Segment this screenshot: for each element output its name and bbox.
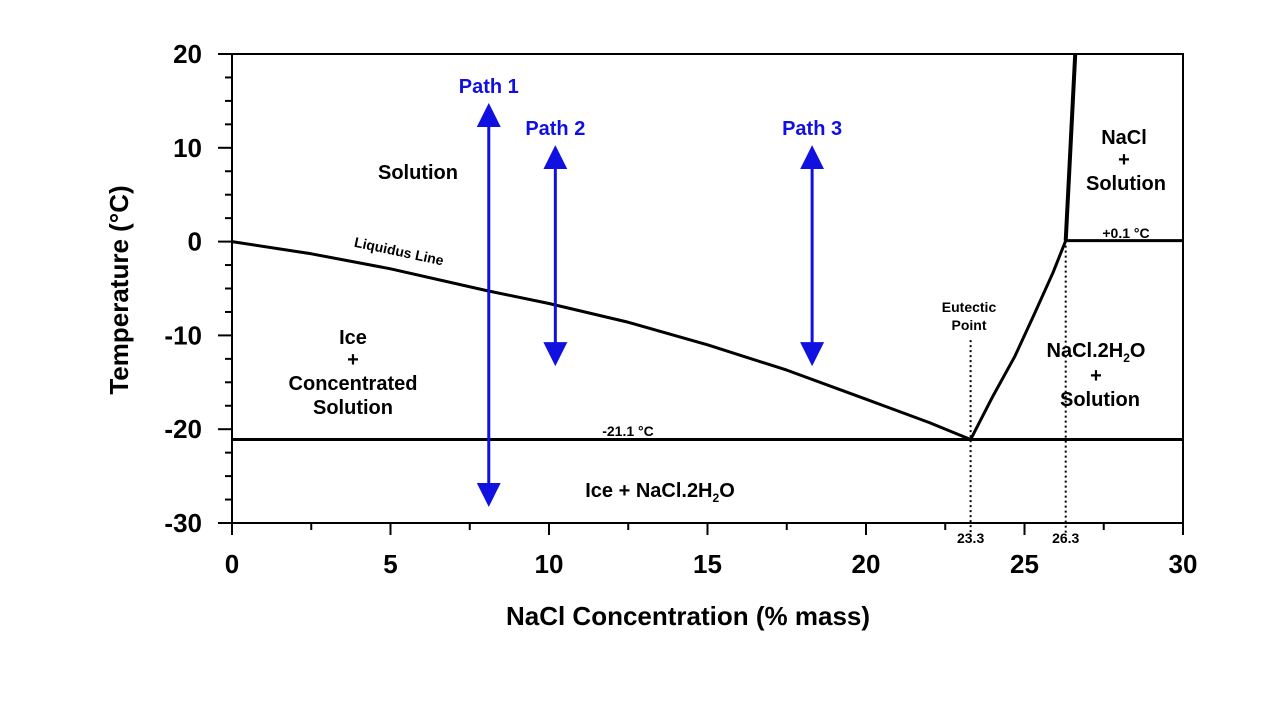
t: Ice + NaCl.2H [585, 480, 712, 502]
plot-frame [231, 53, 1184, 524]
y-tick-label: -20 [164, 414, 202, 444]
ice-line-3: Solution [313, 397, 393, 419]
nacl-line-1: + [1118, 149, 1130, 171]
hydrate-line-1: Solution [1060, 389, 1140, 411]
y-tick-label: 10 [173, 133, 202, 163]
path-label: Path 1 [459, 76, 519, 98]
ice-line-0: Ice [339, 327, 367, 349]
x-tick-label: 5 [383, 549, 397, 579]
label-hydrate: NaCl.2H2O [1047, 340, 1146, 365]
sub: 2 [1123, 351, 1130, 365]
label-ice-hydrate: Ice + NaCl.2H2O [585, 480, 735, 505]
y-tick-label: 0 [188, 227, 202, 257]
marker-label: 23.3 [957, 530, 984, 546]
hydrate-line-0: + [1090, 365, 1102, 387]
x-tick-label: 30 [1169, 549, 1198, 579]
series-nacl-2h2o-solubility [969, 240, 1068, 441]
label-solution: Solution [378, 162, 458, 184]
x-axis-label: NaCl Concentration (% mass) [506, 601, 870, 631]
nacl-line-2: Solution [1086, 173, 1166, 195]
t: NaCl.2H [1047, 340, 1124, 362]
t2: O [1130, 340, 1146, 362]
series-nacl-solubility [1063, 53, 1078, 241]
y-tick-label: 20 [173, 39, 202, 69]
eutectic-line-1: Point [952, 317, 987, 333]
marker-label: 26.3 [1052, 530, 1079, 546]
label-peritectic-temp: +0.1 °C [1102, 225, 1149, 241]
x-tick-label: 25 [1010, 549, 1039, 579]
y-tick-label: -30 [164, 508, 202, 538]
path-label: Path 2 [525, 118, 585, 140]
label-ice-concentrated: Ice + Concentrated Solution [289, 327, 418, 419]
nacl-line-0: NaCl [1101, 127, 1147, 149]
x-tick-label: 10 [535, 549, 564, 579]
ice-line-2: Concentrated [289, 373, 418, 395]
t2: O [719, 480, 735, 502]
x-tick-label: 0 [225, 549, 239, 579]
eutectic-line-0: Eutectic [942, 299, 997, 315]
x-tick-label: 15 [693, 549, 722, 579]
path-label: Path 3 [782, 118, 842, 140]
x-tick-label: 20 [852, 549, 881, 579]
label-eutectic-temp: -21.1 °C [602, 423, 654, 439]
y-tick-label: -10 [164, 320, 202, 350]
sub: 2 [713, 491, 720, 505]
series-liquidus-line [231, 240, 972, 441]
y-axis-label: Temperature (°C) [104, 185, 134, 394]
ice-line-1: + [347, 349, 359, 371]
